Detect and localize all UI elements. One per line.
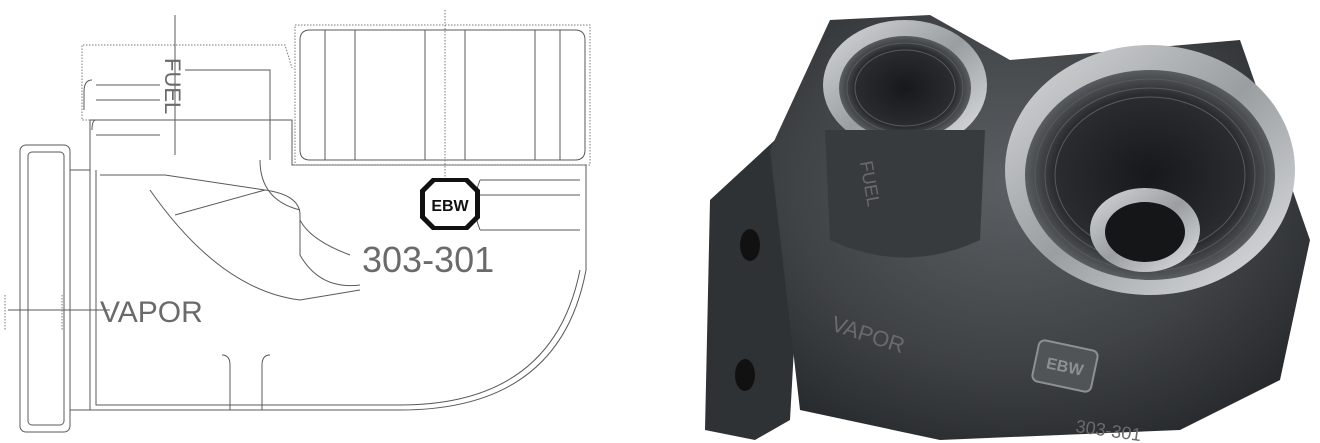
part-number-label: 303-301	[362, 239, 494, 280]
ebw-logo: EBW	[420, 178, 480, 230]
bottom-boss	[221, 354, 271, 410]
small-port-neck	[825, 130, 985, 258]
photo-ebw-logo: EBW	[1031, 339, 1099, 393]
flange-hole-bottom	[735, 359, 755, 391]
flange-hole-top	[740, 229, 760, 261]
vapor-passage	[100, 174, 580, 301]
vapor-label: VAPOR	[100, 296, 203, 329]
inner-port-bore	[1105, 202, 1185, 262]
fuel-passage	[83, 69, 301, 211]
small-port-bore	[839, 36, 971, 140]
technical-line-drawing: FUEL VAPOR 303-301 EBW	[4, 10, 591, 433]
product-photo: FUEL VAPOR EBW 303-301	[705, 15, 1310, 443]
body-outline	[81, 44, 587, 411]
mounting-flange	[19, 144, 90, 433]
threaded-port	[294, 10, 591, 180]
ebw-logo-text: EBW	[431, 198, 469, 215]
large-port-bore	[1025, 70, 1275, 280]
fuel-label: FUEL	[160, 58, 185, 114]
centerlines	[4, 15, 176, 330]
